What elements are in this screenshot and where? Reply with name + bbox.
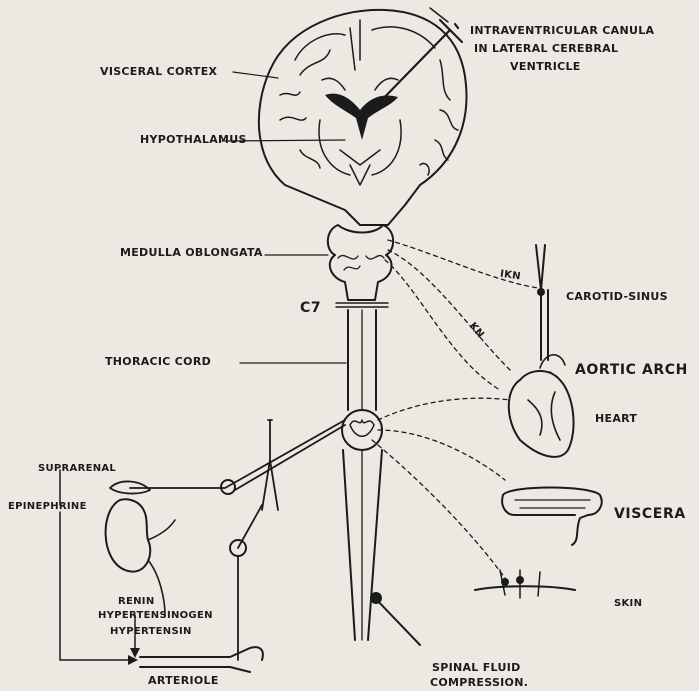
hypothalamus-region: [340, 150, 380, 185]
epinephrine-pathway: [60, 512, 130, 660]
canula-label-line2: IN LATERAL CEREBRAL: [474, 42, 618, 55]
sympathetic-trunk: [130, 420, 345, 490]
viscera-label: VISCERA: [614, 506, 686, 522]
arteriole-shape: [140, 647, 263, 672]
hypertensinogen-label: HYPERTENSINOGEN: [98, 610, 213, 621]
c7-label: C7: [300, 300, 321, 316]
medulla-oblongata-label: MEDULLA OBLONGATA: [120, 246, 263, 259]
spinal-fluid-syringe: [375, 598, 420, 645]
skin-shape: [475, 586, 575, 590]
viscera-shape: [502, 488, 602, 546]
arteriole-label: ARTERIOLE: [148, 674, 219, 687]
spinal-fluid-label-line2: COMPRESSION.: [430, 676, 528, 689]
hypothalamus-label: HYPOTHALAMUS: [140, 133, 247, 146]
visceral-cortex-label: VISCERAL CORTEX: [100, 65, 217, 78]
renin-label: RENIN: [118, 596, 155, 607]
kidney-shape: [106, 499, 151, 571]
thoracic-cord-section: [342, 410, 382, 450]
c7-marker: [336, 303, 388, 307]
heart-shape: [509, 371, 574, 457]
intraventricular-canula: [372, 30, 450, 110]
lateral-ventricle: [325, 94, 398, 140]
canula-label-line3: VENTRICLE: [510, 60, 581, 73]
hypertensin-label: HYPERTENSIN: [110, 626, 192, 637]
carotid-sinus-label: CAROTID-SINUS: [566, 290, 668, 303]
canula-label-line1: INTRAVENTRICULAR CANULA: [470, 24, 654, 37]
spinal-fluid-label-line1: SPINAL FLUID: [432, 661, 521, 674]
skin-label: SKIN: [614, 598, 642, 609]
carotid-sinus-vessel: [536, 245, 548, 360]
heart-label: HEART: [595, 412, 637, 425]
epinephrine-label: EPINEPHRINE: [8, 501, 87, 512]
cerebral-folds: [280, 20, 458, 175]
thoracic-cord-label: THORACIC CORD: [105, 355, 211, 368]
suprarenal-label: SUPRARENAL: [38, 463, 116, 474]
aortic-arch-label: AORTIC ARCH: [575, 362, 688, 378]
medulla-oblongata: [328, 225, 393, 300]
